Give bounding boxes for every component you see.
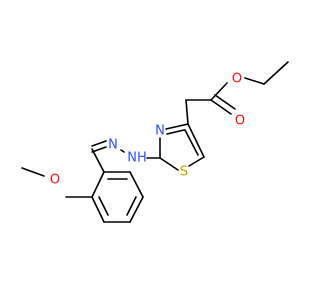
- bond-nh-n: [120, 149, 125, 153]
- atom-o-ester: O: [232, 72, 242, 87]
- bond-benzene-2: [91, 196, 105, 223]
- atom-n-thiazole: N: [155, 124, 165, 139]
- bond-imine-double-1: [91, 146, 107, 153]
- bond-ethyl-ch2: [244, 77, 265, 85]
- bond-thiazole-c4-n3: [165, 123, 189, 130]
- bond-ester-o-carbonyl-c: [210, 82, 228, 101]
- chemical-structure-canvas: O O N S N NH O: [21, 61, 289, 223]
- bond-imine-double-2: [91, 140, 107, 147]
- atom-n-imine: N: [108, 138, 118, 153]
- bond-ethyl-ch3: [263, 61, 289, 85]
- bond-carbonyl-double-2: [214, 94, 236, 110]
- bond-benzene-1: [91, 171, 105, 198]
- molecule-drawing: O O N S N NH O: [21, 61, 289, 223]
- bond-carbonyl-double-1: [210, 99, 232, 115]
- atom-o-methoxy: O: [50, 173, 60, 188]
- bond-thiazole-s1-c5: [188, 156, 205, 167]
- bond-imine-ch-ring: [91, 148, 105, 173]
- bond-benzene-4: [129, 196, 144, 223]
- bond-o-methyl: [21, 167, 45, 177]
- atom-o-carbonyl: O: [235, 114, 245, 129]
- bond-thiazole-c4-n3-inner: [166, 129, 185, 135]
- atom-s-thiazole: S: [180, 165, 188, 180]
- bond-ch2-thiazole: [185, 99, 189, 125]
- bond-benzene-inner-1: [98, 196, 109, 216]
- bond-benzene-inner-2: [126, 196, 137, 216]
- bond-thiazole-c5-c4-inner: [184, 129, 199, 156]
- atom-nh: NH: [127, 151, 147, 166]
- bond-thiazole-c2-s1: [159, 157, 179, 171]
- bond-benzene-5: [129, 171, 144, 198]
- bond-thiazole-c5-c4: [187, 123, 205, 158]
